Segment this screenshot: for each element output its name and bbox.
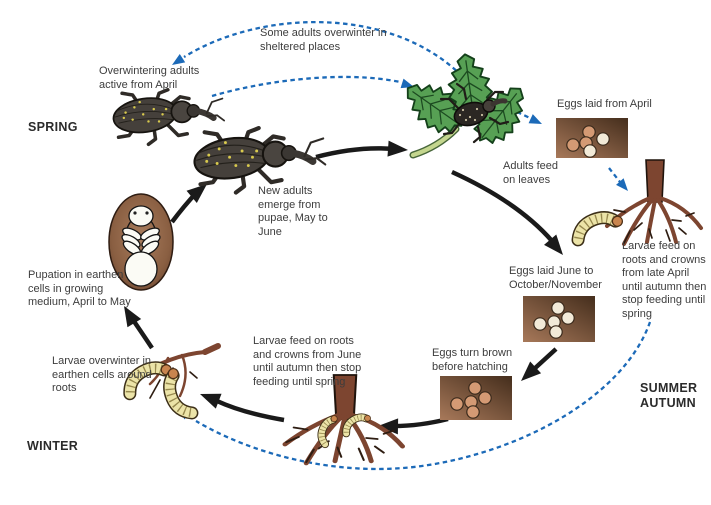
pupa-illustration	[108, 193, 174, 291]
arrow-brown-eggs-to-roots	[393, 416, 449, 429]
root-plant-right	[605, 158, 703, 246]
season-winter: WINTER	[27, 439, 79, 453]
blue-arrow-adult-to-leaf	[211, 75, 401, 98]
label-eggs-brown: Eggs turn brown before hatching	[432, 347, 513, 373]
season-spring: SPRING	[28, 120, 78, 134]
arrow-eggs-june-to-brown	[531, 347, 558, 372]
label-larvae-feed-late-april: Larvae feed on roots and crowns from lat…	[622, 240, 707, 320]
weevil-new-adult-illustration	[192, 128, 325, 192]
leaf-cluster-illustration	[394, 50, 538, 159]
label-new-adults: New adults emerge from pupae, May to Jun…	[258, 185, 328, 238]
egg-box-june	[523, 296, 595, 342]
label-pupation: Pupation in earthen cells in growing med…	[28, 269, 131, 308]
label-overwintering-adults: Overwintering adults active from April	[99, 65, 200, 91]
black-solid-arrows	[117, 140, 570, 435]
label-eggs-june: Eggs laid June to October/November	[509, 265, 602, 291]
label-eggs-april: Eggs laid from April	[557, 98, 652, 110]
weevil-on-leaf	[439, 82, 510, 144]
blue-arrow-eggs-to-roots	[608, 167, 621, 183]
label-overwinter-sheltered: Some adults overwinter in sheltered plac…	[260, 27, 387, 53]
arrow-new-adult-to-leaf	[315, 146, 395, 160]
egg-box-brown	[440, 376, 512, 420]
overwintering-larvae-illustration	[124, 343, 221, 416]
arrow-leaf-to-eggs-june	[451, 169, 554, 243]
weevil-overwintering-illustration	[111, 90, 224, 145]
egg-box-april	[556, 118, 628, 158]
label-larvae-feed-june: Larvae feed on roots and crowns from Jun…	[253, 335, 362, 388]
larva-right	[575, 214, 624, 240]
arrow-roots-to-winter-larvae	[216, 398, 285, 423]
label-adults-feed: Adults feed on leaves	[503, 160, 559, 186]
label-larvae-overwinter: Larvae overwinter in earthen cells aroun…	[52, 355, 152, 394]
season-summer-autumn: SUMMER AUTUMN	[640, 381, 698, 410]
blue-arrow-summer-to-winter-larvae	[195, 321, 652, 471]
